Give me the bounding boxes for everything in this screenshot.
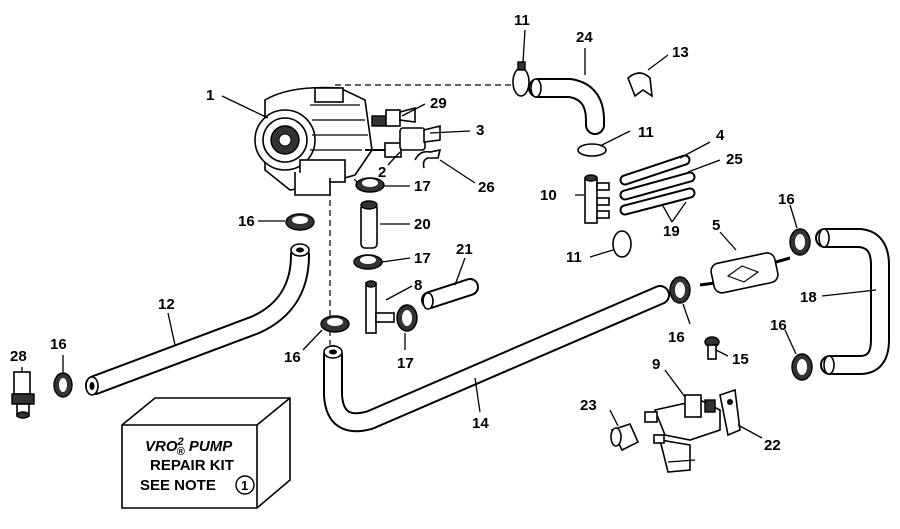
callout-16f: 16: [770, 317, 787, 334]
callout-12: 12: [158, 296, 175, 313]
kit-line3: SEE NOTE: [140, 477, 216, 494]
callout-23: 23: [580, 397, 597, 414]
clamp-13: [627, 72, 653, 98]
callout-19: 19: [663, 223, 680, 240]
callout-11a: 11: [514, 12, 530, 29]
callout-16e: 16: [668, 329, 685, 346]
callout-21: 21: [456, 241, 473, 258]
fitting-28: [11, 371, 35, 419]
callout-5: 5: [712, 217, 720, 234]
valve-assembly-9: [644, 394, 721, 473]
callout-17c: 17: [397, 355, 414, 372]
fitting-3: [365, 124, 441, 158]
hose-14: [323, 285, 670, 433]
callout-29: 29: [430, 95, 447, 112]
clip-26: [414, 148, 442, 169]
clamp-16-a: [285, 213, 315, 231]
callout-10: 10: [540, 187, 557, 204]
callout-1: 1: [206, 87, 214, 104]
hose-24: [528, 78, 605, 135]
note-number: 1: [241, 478, 248, 493]
clamp-11-top: [512, 61, 530, 97]
note-circle: [235, 475, 255, 495]
hose-12: [85, 243, 310, 396]
clamp-16-c: [53, 372, 73, 398]
fitting-8: [365, 280, 395, 334]
cap-23: [610, 423, 640, 452]
callout-28: 28: [10, 348, 27, 365]
hose-piece-21: [421, 278, 479, 310]
bracket-22: [719, 388, 741, 437]
callout-16c: 16: [50, 336, 67, 353]
callout-22: 22: [764, 437, 781, 454]
clamp-17-lower: [396, 304, 418, 332]
small-hoses-4-25-19: [619, 154, 696, 216]
clamp-11-middle: [577, 143, 607, 157]
callout-26: 26: [478, 179, 495, 196]
callout-25: 25: [726, 151, 743, 168]
screw-15: [704, 336, 720, 360]
kit-brand-name: VRO: [145, 438, 178, 455]
callout-17b: 17: [414, 250, 431, 267]
callout-24: 24: [576, 29, 593, 46]
callout-9: 9: [652, 356, 660, 373]
callout-14: 14: [472, 415, 489, 432]
clamp-16-d: [669, 276, 691, 304]
callout-17a: 17: [414, 178, 431, 195]
fuel-pump-assembly: [254, 86, 373, 196]
callout-11b: 11: [638, 124, 654, 141]
callout-11c: 11: [566, 249, 582, 266]
clamp-17-upper: [355, 177, 385, 193]
fuel-filter-5: [699, 252, 791, 294]
callout-16b: 16: [284, 349, 301, 366]
callout-15: 15: [732, 351, 749, 368]
kit-line2: REPAIR KIT: [150, 457, 234, 474]
kit-brand-superscript: 2: [177, 436, 184, 448]
callout-4: 4: [716, 127, 725, 144]
callout-2: 2: [378, 164, 386, 181]
callout-3: 3: [476, 122, 484, 139]
kit-line1-suffix: PUMP: [185, 438, 234, 455]
kit-brand: VRO2® PUMP: [145, 436, 233, 458]
tee-fitting-10: [584, 174, 610, 224]
callout-numbers: 1 29 3 2 26 17 20 17 21 8 17 16 16 12 16…: [10, 12, 817, 454]
repair-kit-box: VRO2® PUMP REPAIR KIT SEE NOTE 1: [121, 397, 291, 509]
callout-13: 13: [672, 44, 689, 61]
connector-20: [360, 200, 378, 249]
clamp-16-f: [791, 353, 813, 381]
clamp-11-lower: [612, 230, 632, 258]
fitting-29: [371, 106, 416, 127]
hose-18: [815, 228, 890, 375]
callout-16a: 16: [238, 213, 255, 230]
leader-lines: [21, 29, 877, 439]
clamp-16-e: [789, 228, 811, 256]
clamp-17-middle: [353, 254, 383, 270]
callout-8: 8: [414, 277, 422, 294]
callout-20: 20: [414, 216, 431, 233]
clamp-16-b: [320, 315, 350, 333]
callout-18: 18: [800, 289, 817, 306]
kit-brand-trademark: ®: [177, 446, 186, 458]
callout-16d: 16: [778, 191, 795, 208]
